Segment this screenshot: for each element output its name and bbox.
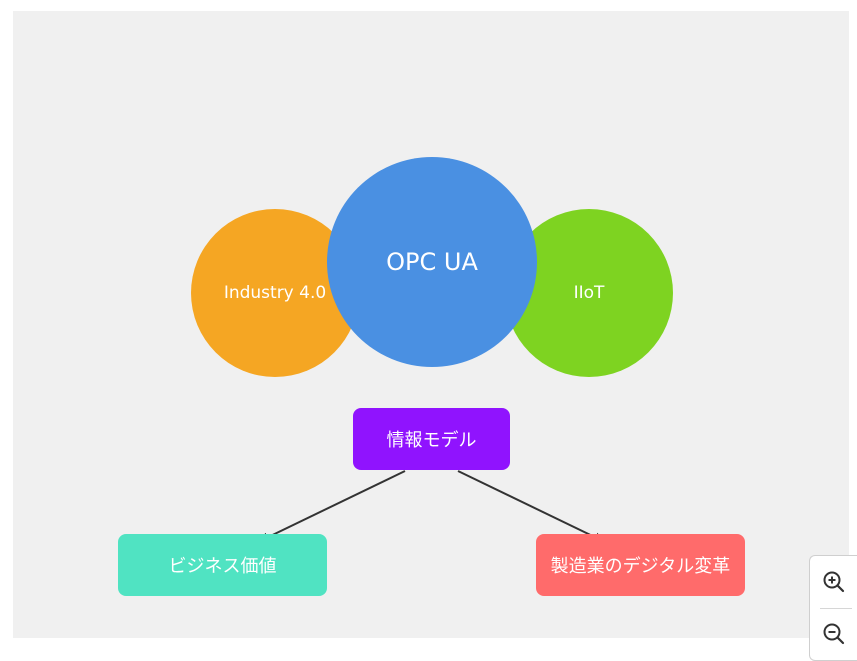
zoom-in-icon [823,571,845,593]
circle-iiot-label: IIoT [573,283,605,303]
circle-opc-ua[interactable]: OPC UA [327,157,537,367]
zoom-controls [809,555,857,661]
zoom-in-button[interactable] [810,556,857,608]
circle-industry-label: Industry 4.0 [223,283,327,303]
node-business-value[interactable]: ビジネス価値 [118,534,327,596]
diagram-canvas: Industry 4.0 IIoT OPC UA 情報モデル ビジネス価値 製造… [13,11,849,638]
edge-info-to-dx [457,470,606,543]
zoom-separator [820,608,852,609]
edges-layer [257,470,606,543]
node-information-model-label: 情報モデル [386,430,477,451]
node-digital-transformation[interactable]: 製造業のデジタル変革 [536,534,745,596]
node-digital-transformation-label: 製造業のデジタル変革 [550,556,731,577]
circle-opc-label: OPC UA [386,248,478,276]
edge-info-to-business [257,470,406,543]
zoom-out-button[interactable] [810,608,857,660]
node-information-model[interactable]: 情報モデル [353,408,510,470]
node-business-value-label: ビジネス価値 [168,556,277,577]
zoom-out-icon [823,623,845,645]
